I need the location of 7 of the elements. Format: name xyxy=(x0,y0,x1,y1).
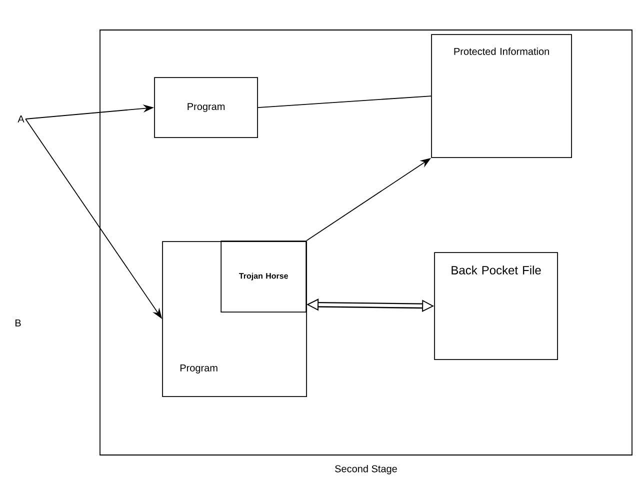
information-box: Protected Information xyxy=(431,34,572,158)
point-label: B xyxy=(16,320,21,326)
trojan-box: Trojan Horse xyxy=(220,240,307,313)
node-label: Second Stage xyxy=(335,464,397,474)
point-label: A xyxy=(18,116,24,122)
file-box: Back Pocket File xyxy=(434,252,558,360)
program-box: Program xyxy=(154,77,258,138)
